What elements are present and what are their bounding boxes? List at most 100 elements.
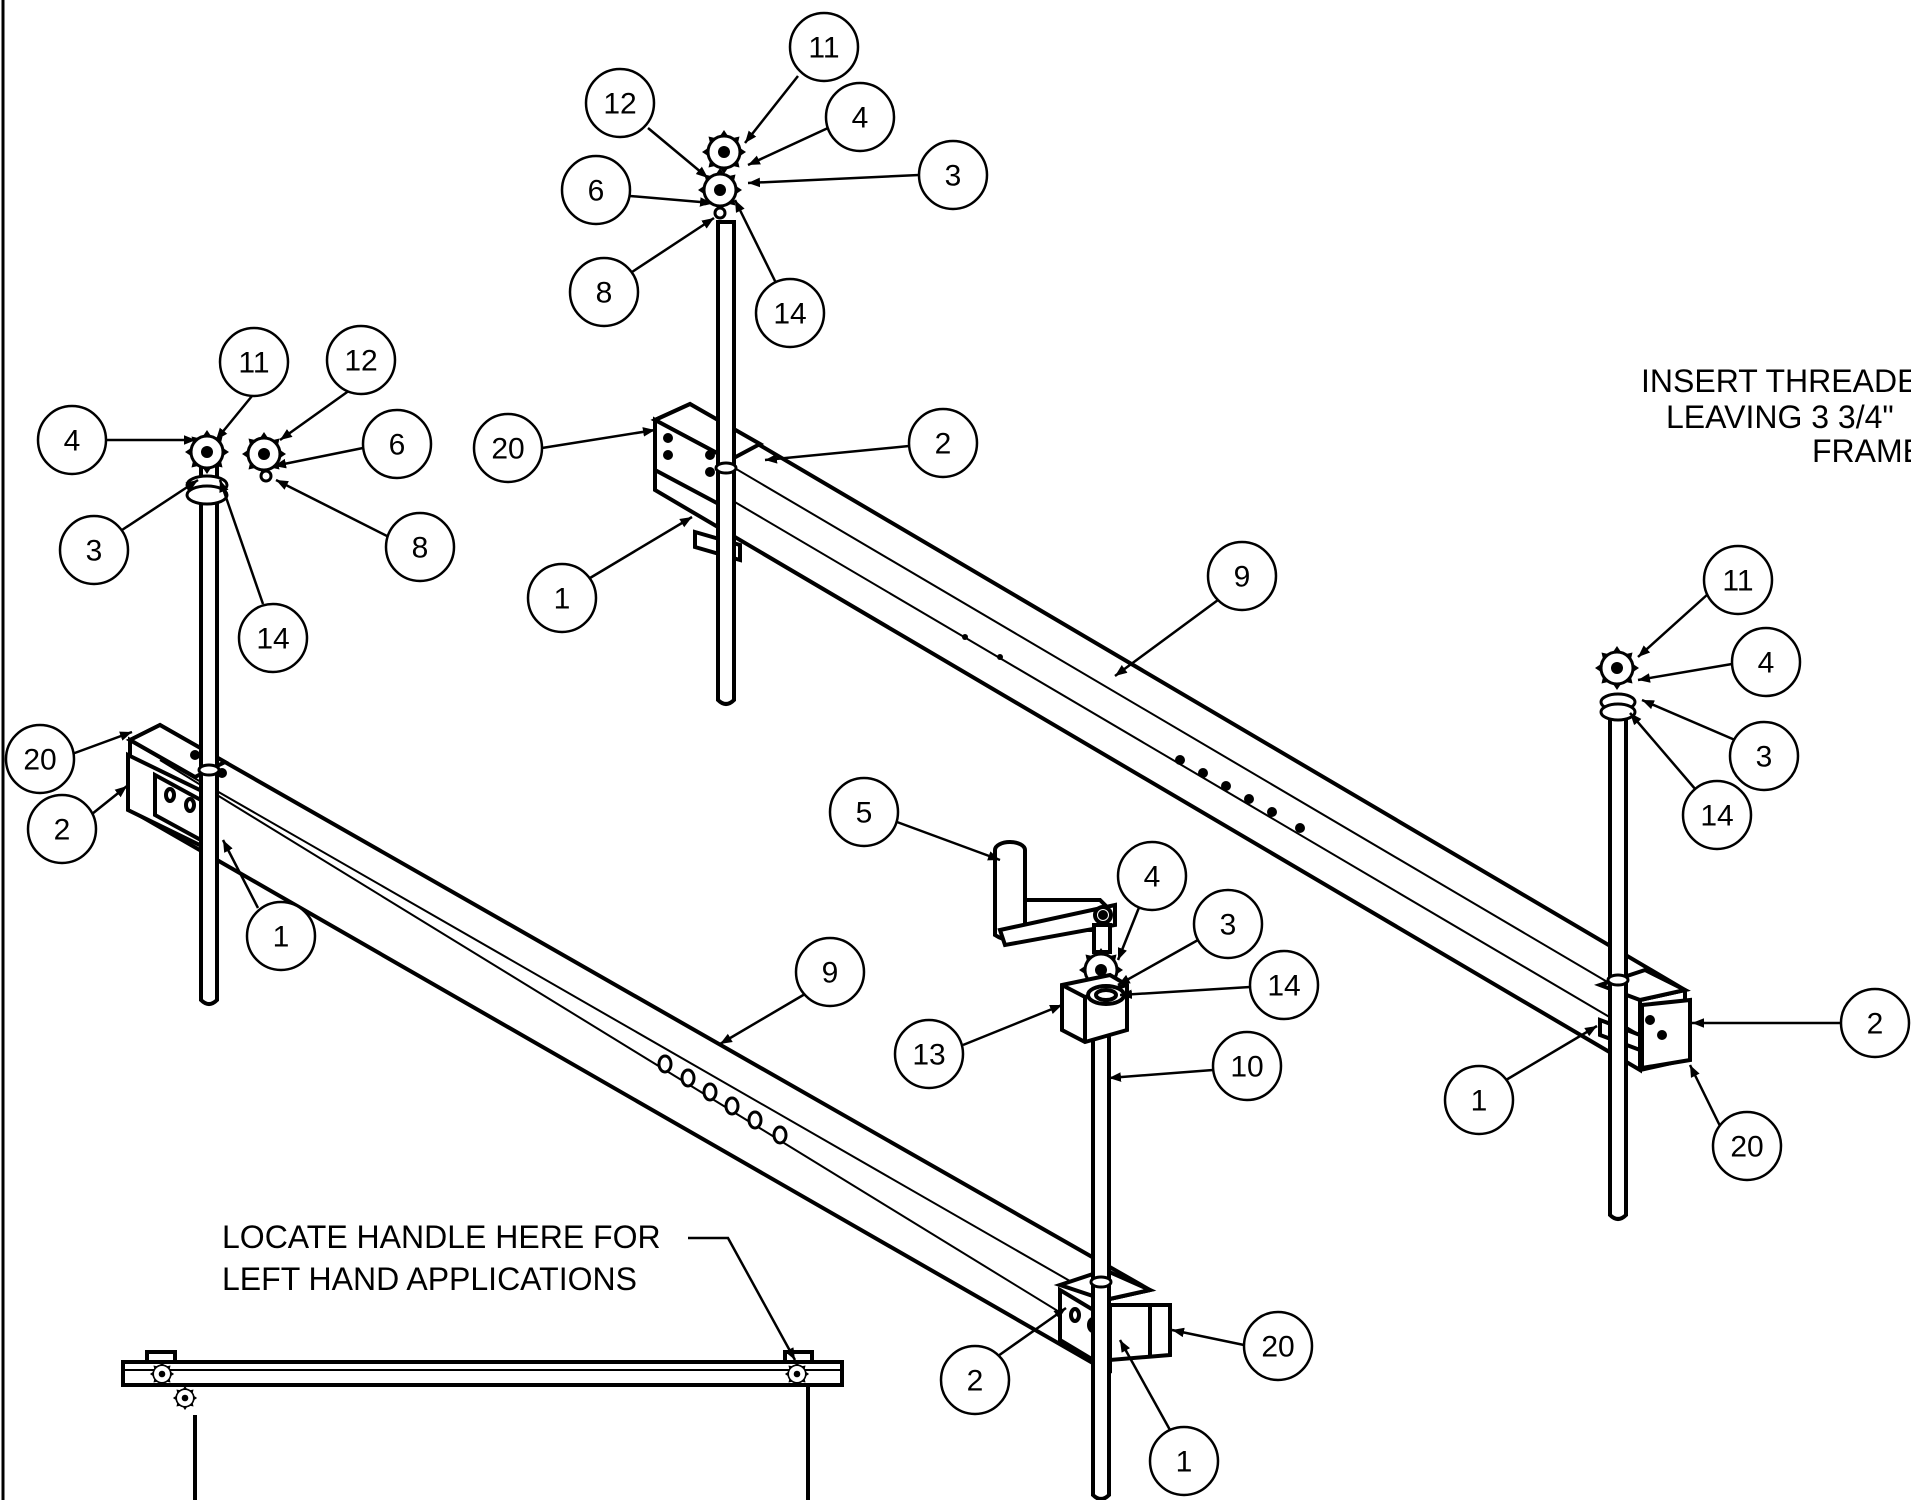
- balloon-number-left-post-4: 4: [64, 425, 81, 458]
- balloon-right-end-2: [1839, 987, 1911, 1059]
- crank-post: [1091, 1030, 1111, 1501]
- balloon-number-front-end-1: 1: [1176, 1446, 1193, 1479]
- sprocket-right: [1593, 644, 1641, 692]
- balloon-front-bar-2: [26, 793, 98, 865]
- sprocket-left-loose-key: [259, 469, 273, 483]
- balloon-number-back-bar-20: 20: [491, 433, 524, 466]
- balloon-crank-14: [1248, 949, 1320, 1021]
- balloon-number-back-bar-2: 2: [935, 428, 952, 461]
- sprocket-top-key: [713, 206, 727, 220]
- leader-crank-14: [1119, 985, 1251, 1000]
- balloon-left-post-3: [58, 514, 130, 586]
- balloon-number-top-post-12: 12: [603, 88, 636, 121]
- balloon-number-front-bar-9: 9: [822, 957, 839, 990]
- balloon-number-front-bar-1: 1: [273, 921, 290, 954]
- balloon-right-post-4: [1730, 626, 1802, 698]
- leader-front-end-2: [997, 1306, 1067, 1358]
- balloon-number-crank-13: 13: [912, 1039, 945, 1072]
- balloon-right-post-11: [1702, 544, 1774, 616]
- leader-right-post-14: [1629, 712, 1697, 791]
- balloon-crank-10: [1211, 1030, 1283, 1102]
- balloon-number-right-end-1: 1: [1471, 1085, 1488, 1118]
- leader-front-bar-1: [221, 839, 260, 909]
- balloon-number-left-post-14: 14: [256, 623, 289, 656]
- balloon-number-top-post-11: 11: [808, 32, 839, 65]
- leader-right-post-11: [1637, 593, 1709, 658]
- balloon-number-right-end-20: 20: [1730, 1131, 1763, 1164]
- left-post: [199, 460, 219, 1006]
- balloon-number-right-post-11: 11: [1722, 565, 1753, 598]
- balloon-back-bar-20: [472, 412, 544, 484]
- leader-front-end-1: [1118, 1339, 1172, 1431]
- leader-left-post-11: [215, 395, 253, 441]
- leader-top-post-3: [747, 173, 920, 188]
- leader-right-post-3: [1641, 698, 1736, 742]
- leader-back-bar-1: [589, 515, 693, 580]
- balloon-crank-13: [893, 1018, 965, 1090]
- balloon-top-post-4: [824, 81, 896, 153]
- back-bar-holes: [962, 634, 1305, 833]
- balloon-number-left-post-11: 11: [238, 347, 269, 380]
- balloon-back-bar-1: [526, 562, 598, 634]
- balloon-number-right-post-14: 14: [1700, 800, 1733, 833]
- insert-note-line1: INSERT THREADE: [1641, 363, 1911, 399]
- leader-crank-3: [1117, 938, 1199, 987]
- post-collars: [197, 461, 1630, 1289]
- balloon-number-top-post-6: 6: [588, 175, 605, 208]
- balloon-left-post-8: [384, 511, 456, 583]
- balloon-crank-3: [1192, 888, 1264, 960]
- leader-front-bar-2: [91, 785, 128, 815]
- balloon-front-bar-1: [245, 900, 317, 972]
- leader-left-post-12: [279, 388, 351, 442]
- end-view-inset: [121, 1350, 844, 1500]
- sprocket-top-upper: [700, 128, 748, 176]
- front-bar-holes: [657, 1054, 788, 1145]
- balloon-top-post-6: [560, 154, 632, 226]
- balloon-number-front-end-20: 20: [1261, 1331, 1294, 1364]
- leader-crank-5: [896, 820, 1001, 862]
- balloon-front-end-20: [1242, 1310, 1314, 1382]
- leader-crank-13: [962, 1003, 1063, 1047]
- balloon-right-post-3: [1728, 720, 1800, 792]
- handle-note-leader: [688, 1236, 797, 1361]
- leader-right-end-20: [1688, 1064, 1722, 1127]
- balloon-right-end-1: [1443, 1064, 1515, 1136]
- balloon-number-crank-10: 10: [1230, 1051, 1263, 1084]
- balloon-back-bar-2: [907, 407, 979, 479]
- handle-note-line1: LOCATE HANDLE HERE FOR: [222, 1219, 661, 1255]
- balloon-number-top-post-3: 3: [945, 160, 962, 193]
- balloon-number-right-post-3: 3: [1756, 741, 1773, 774]
- leader-right-post-4: [1637, 662, 1733, 683]
- balloon-number-crank-3: 3: [1220, 909, 1237, 942]
- leader-crank-4: [1116, 904, 1142, 961]
- balloon-number-crank-4: 4: [1144, 861, 1161, 894]
- balloon-front-bar-9: [794, 936, 866, 1008]
- leader-left-post-8: [275, 478, 388, 538]
- leader-front-end-20: [1171, 1327, 1245, 1347]
- balloon-number-top-post-14: 14: [773, 298, 806, 331]
- inset-sprocket-left: [149, 1361, 175, 1387]
- posts: [199, 220, 1628, 1501]
- leader-top-post-4: [747, 126, 829, 167]
- leader-top-post-11: [744, 75, 799, 144]
- leader-right-end-1: [1505, 1024, 1598, 1082]
- balloon-top-post-3: [917, 139, 989, 211]
- balloon-number-crank-14: 14: [1267, 970, 1300, 1003]
- balloon-number-left-post-6: 6: [389, 429, 406, 462]
- inset-sprocket-left-lower: [172, 1385, 198, 1411]
- balloon-number-front-bar-20: 20: [23, 744, 56, 777]
- leader-top-post-6: [629, 194, 713, 207]
- right-post: [1608, 710, 1628, 1221]
- balloon-top-post-11: [788, 11, 860, 83]
- leader-left-post-6: [273, 446, 364, 469]
- leader-top-post-14: [733, 199, 778, 284]
- sprocket-left-loose: [240, 430, 288, 478]
- balloon-number-left-post-8: 8: [412, 532, 429, 565]
- leader-back-bar-2: [764, 444, 910, 464]
- balloon-number-right-post-4: 4: [1758, 647, 1775, 680]
- balloon-left-post-4: [36, 404, 108, 476]
- balloon-number-left-post-12: 12: [344, 345, 377, 378]
- balloon-number-left-post-3: 3: [86, 535, 103, 568]
